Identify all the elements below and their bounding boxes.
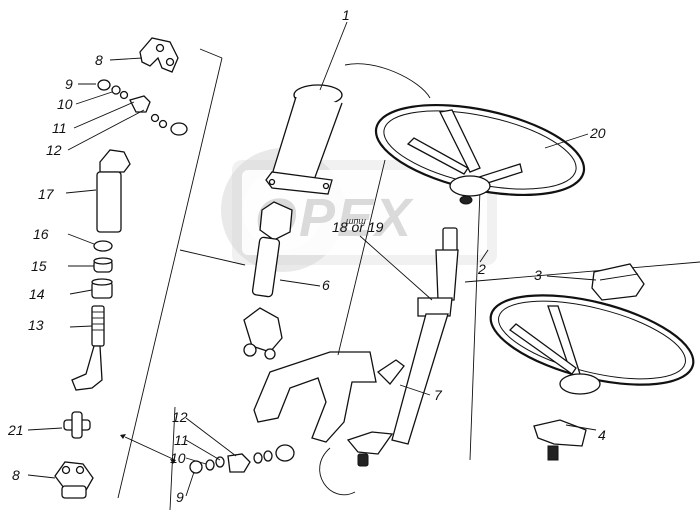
spider-kit-top bbox=[97, 79, 188, 136]
leader-lines bbox=[27, 21, 597, 497]
protective-cap bbox=[91, 278, 113, 299]
callout-3: 3 bbox=[534, 267, 542, 283]
guide-line-center bbox=[337, 159, 386, 356]
callout-8-bottom: 8 bbox=[12, 467, 20, 483]
callout-8-top: 8 bbox=[95, 52, 103, 68]
guide-line-horizontal bbox=[464, 261, 700, 283]
bushing bbox=[93, 257, 113, 273]
guide-line-to-shaft bbox=[179, 249, 246, 266]
spider-kit-bottom bbox=[189, 444, 295, 474]
seal-ring bbox=[93, 240, 113, 252]
universal-joint-cross bbox=[63, 411, 91, 439]
callout-13: 13 bbox=[28, 317, 44, 333]
callout-6: 6 bbox=[322, 277, 330, 293]
guide-loop-bottom bbox=[319, 447, 356, 496]
callout-1: 1 bbox=[342, 7, 350, 23]
arrow-head-left bbox=[120, 434, 126, 439]
annotation-small: шпш bbox=[346, 216, 366, 226]
callout-12-bottom: 12 bbox=[172, 409, 188, 425]
steering-wheel-bottom bbox=[489, 294, 695, 395]
wheel-hub bbox=[533, 419, 587, 461]
callout-9-bottom: 9 bbox=[176, 489, 184, 505]
callout-17: 17 bbox=[38, 186, 55, 202]
intermediate-shaft bbox=[243, 201, 293, 360]
callout-2: 2 bbox=[477, 261, 486, 277]
steering-column bbox=[346, 227, 459, 467]
callout-9-top: 9 bbox=[65, 76, 73, 92]
callout-14: 14 bbox=[29, 286, 45, 302]
yoke-bottom bbox=[54, 461, 94, 499]
callout-15: 15 bbox=[31, 258, 47, 274]
yoke-top bbox=[139, 37, 179, 73]
callout-4: 4 bbox=[598, 427, 606, 443]
callout-20: 20 bbox=[589, 125, 606, 141]
column-housing bbox=[265, 84, 343, 195]
callout-11-top: 11 bbox=[52, 120, 67, 136]
callout-12-top: 12 bbox=[46, 142, 62, 158]
mounting-bracket bbox=[253, 351, 377, 443]
callout-21: 21 bbox=[7, 422, 24, 438]
guide-line-top bbox=[199, 48, 223, 59]
callout-7: 7 bbox=[434, 387, 443, 403]
guide-line-left bbox=[117, 57, 223, 499]
guide-line-right bbox=[469, 189, 481, 461]
splined-shaft bbox=[71, 305, 105, 391]
callout-16: 16 bbox=[33, 226, 49, 242]
arrow-head-bottom bbox=[170, 459, 176, 464]
guide-loop-top bbox=[344, 63, 431, 99]
slip-yoke-shaft bbox=[96, 149, 131, 233]
guide-line-bottom-arrow bbox=[124, 436, 176, 461]
callout-10-top: 10 bbox=[57, 96, 73, 112]
horn-pad bbox=[591, 263, 645, 301]
steering-wheel-top bbox=[374, 103, 586, 205]
callout-18-or-19: 18 or 19 bbox=[332, 219, 384, 235]
callout-11-bottom: 11 bbox=[174, 432, 189, 448]
callout-10-bottom: 10 bbox=[170, 450, 186, 466]
